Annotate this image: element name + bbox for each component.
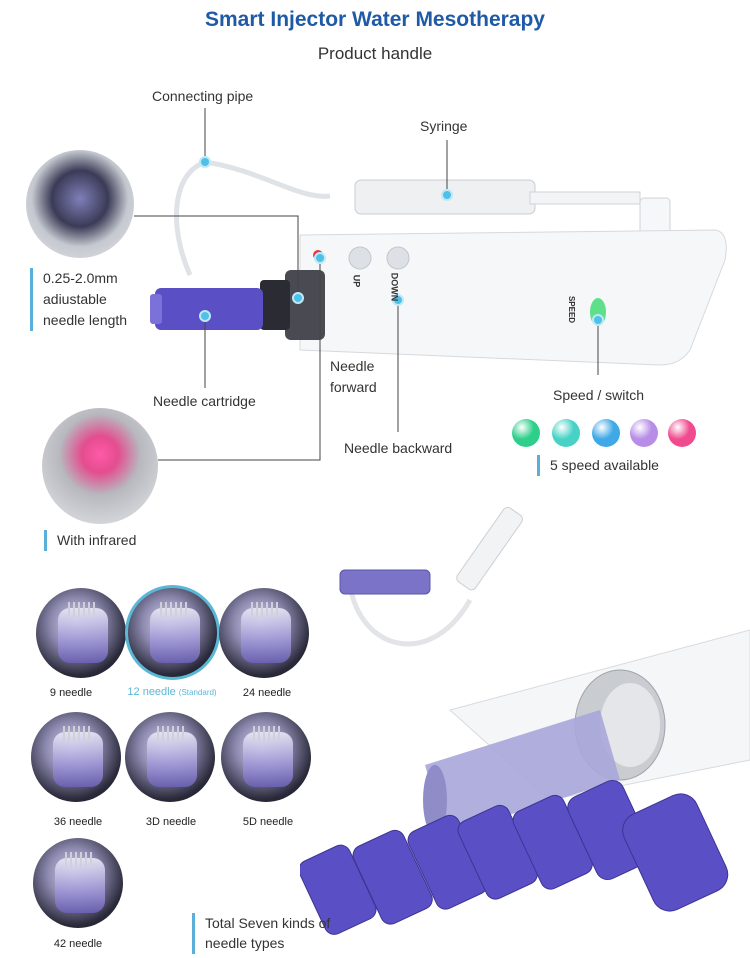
label-speed-switch: Speed / switch [553,387,645,403]
speed-color-4 [630,419,658,447]
device-illustration [134,108,727,461]
label-speed-available: 5 speed available [537,455,659,476]
needle-image-24 [219,588,309,678]
up-button-graphic [348,246,372,270]
page-title: Smart Injector Water Mesotherapy [205,8,545,31]
label-connecting-pipe: Connecting pipe [152,88,254,104]
up-label: UP [351,274,362,288]
label-needle-backward: Needle backward [344,440,453,456]
needle-caption-3d: 3D needle [145,816,197,828]
speed-color-2 [552,419,580,447]
label-needle-forward: Needle forward [330,358,377,395]
down-label: DOWN [389,272,400,302]
adjust-ring [285,270,325,340]
down-button-graphic [386,246,410,270]
zoom-circle-infrared [42,408,158,524]
connecting-pipe-tube [174,159,207,277]
cartridges-illustration [300,506,750,935]
needle-image-3d [125,712,215,802]
needle-image-36 [31,712,121,802]
syringe-graphic [354,179,671,239]
needle-cartridge-graphic [155,288,263,330]
needle-image-5d [221,712,311,802]
needle-caption-5d: 5D needle [242,816,294,828]
needle-caption-9: 9 needle [49,687,93,699]
speed-color-1 [512,419,540,447]
needle-caption-42: 42 needle [53,938,103,950]
needle-image-42 [33,838,123,928]
page-subtitle: Product handle [317,44,433,63]
zoom-circle-needle-depth [26,150,134,258]
needle-caption-24: 24 needle [242,687,292,699]
label-total-kinds: Total Seven kinds of needle types [192,913,330,954]
needle-image-9 [36,588,126,678]
speed-color-5 [668,419,696,447]
needle-caption-36: 36 needle [53,816,103,828]
speed-color-3 [592,419,620,447]
label-needle-length: 0.25-2.0mm adiustable needle length [30,268,127,331]
needle-image-12 [125,585,220,680]
label-syringe: Syringe [420,118,468,134]
needle-caption-12: 12 needle (Standard) [127,686,217,698]
speed-label: SPEED [567,295,577,324]
label-with-infrared: With infrared [44,530,136,551]
label-needle-cartridge: Needle cartridge [153,393,256,409]
